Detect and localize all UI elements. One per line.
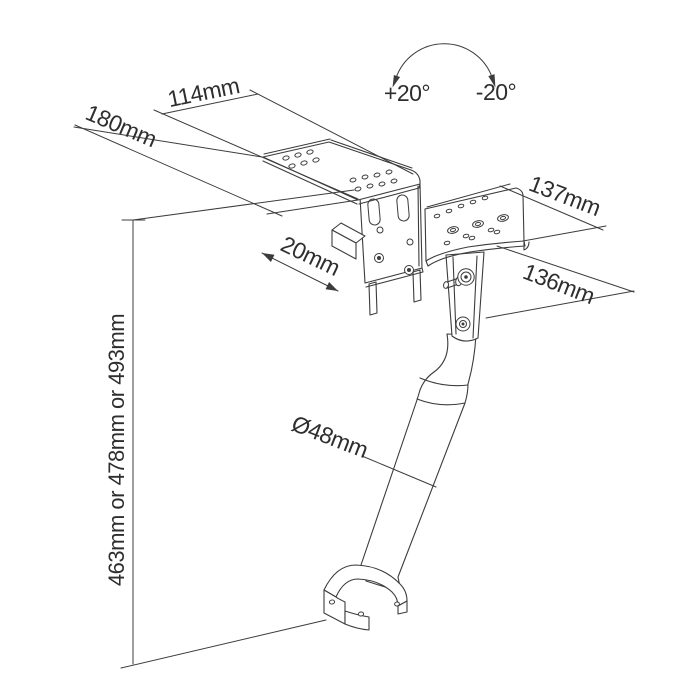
dim-180-ext-bottom <box>266 199 359 215</box>
dim-20-arrow-line <box>261 252 339 292</box>
hole <box>300 160 308 166</box>
top-plate-fold-highlight <box>330 139 413 169</box>
pivot-holder <box>445 251 485 342</box>
dim-48-leader <box>361 455 437 488</box>
dim-114-ext-right <box>249 89 414 175</box>
lower-plate-holes <box>433 195 509 246</box>
hole <box>349 177 357 183</box>
flange-bolt-1-center <box>377 256 381 260</box>
hole <box>469 199 477 205</box>
flange-thickness <box>365 185 424 288</box>
top-plate-holes <box>282 149 398 192</box>
top-plate-left-thickness <box>262 160 421 205</box>
slide-block <box>331 222 366 260</box>
dim-136-label: 136mm <box>520 258 599 309</box>
tube-joint-line-lower <box>416 398 466 406</box>
hole <box>354 186 362 192</box>
dim-180-label: 180mm <box>82 99 160 152</box>
holder-inner-edges <box>452 255 478 339</box>
clamp-right-ear <box>397 600 408 615</box>
clamp-hole-right <box>394 601 400 607</box>
hole <box>481 195 489 201</box>
dimension-lines <box>73 43 635 669</box>
hole <box>385 169 393 175</box>
tilt-arc-arrow-left <box>392 75 401 88</box>
support-tube <box>360 333 477 593</box>
hole <box>294 152 302 158</box>
tilt-arc <box>395 43 493 79</box>
dim-137-ext-left <box>426 183 511 208</box>
saddle-clamp <box>323 564 408 631</box>
lower-plate <box>424 187 530 267</box>
hole <box>457 203 465 209</box>
clamp-bottom-strip <box>344 610 370 631</box>
tilt-arc-arrow-right <box>488 74 496 88</box>
flange-tab-left <box>368 281 378 316</box>
flange-tab-right <box>412 269 422 303</box>
tilt-minus-label: -20° <box>476 79 516 105</box>
hole <box>366 183 374 189</box>
lower-plate-lip <box>425 240 530 267</box>
hole <box>373 172 381 178</box>
dim-137-ext-right <box>522 225 607 242</box>
hole <box>361 174 369 180</box>
hole <box>493 229 501 235</box>
dim-136-ext <box>485 290 635 319</box>
flange-bolt-2-center <box>407 268 411 272</box>
flange-hole-2 <box>406 238 414 246</box>
hole <box>443 240 451 246</box>
dim-114-ext-left <box>153 109 359 200</box>
clamp-hole-left <box>328 599 336 605</box>
clamp-hole-middle <box>357 611 365 617</box>
dim-180-line <box>74 124 283 217</box>
flanged-hole-inner <box>449 227 457 233</box>
dim-180-ext-top <box>73 126 263 158</box>
top-plate <box>262 138 421 205</box>
hole <box>445 208 453 214</box>
hole <box>282 155 290 161</box>
hole <box>487 227 495 233</box>
hole <box>378 181 386 187</box>
flanged-hole-inner <box>474 221 482 227</box>
dim-48-label: Ø48mm <box>288 410 371 463</box>
top-plate-back-thickness <box>263 138 331 155</box>
dim-114-line <box>161 93 259 115</box>
dim-114-label: 114mm <box>165 72 241 112</box>
hole <box>312 157 320 163</box>
flange-hole-1 <box>376 226 384 234</box>
hole <box>462 233 470 239</box>
dim-height-label: 463mm or 478mm or 493mm <box>104 314 129 586</box>
dim-20-arrowhead-left <box>262 253 275 262</box>
flanged-hole-inner <box>499 215 507 221</box>
flange-slot-left <box>367 198 381 226</box>
dim-20-arrowhead-right <box>325 282 338 291</box>
flange-slot-right <box>396 194 410 222</box>
tube-joint-line-upper <box>419 377 469 387</box>
hole <box>468 235 476 241</box>
hole <box>390 178 398 184</box>
hole <box>306 149 314 155</box>
pivot-bolt-assembly <box>443 268 475 332</box>
hole <box>288 163 296 169</box>
hole <box>433 213 441 219</box>
dim-height-bottom-ext <box>120 619 327 669</box>
vertical-flange <box>359 172 424 288</box>
dim-height-surface-line <box>132 189 355 221</box>
slide-block-front <box>331 229 357 260</box>
pivot-center <box>464 275 468 279</box>
tube-outline <box>360 333 477 593</box>
dim-136-line <box>496 245 635 293</box>
bolt-end-cap <box>443 281 449 289</box>
tilt-plus-label: +20° <box>384 80 430 106</box>
lock-bolt-center <box>461 322 465 326</box>
dim-137-line <box>499 185 604 231</box>
